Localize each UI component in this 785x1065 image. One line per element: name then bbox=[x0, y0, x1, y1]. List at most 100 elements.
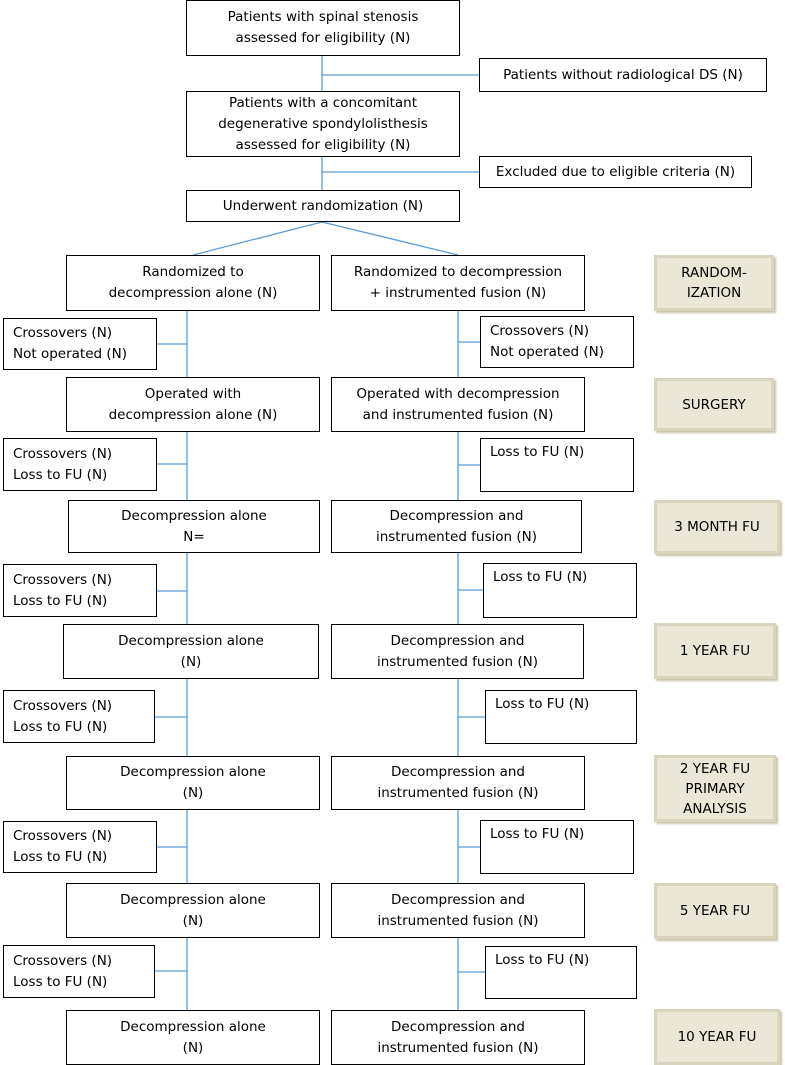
box-line: + instrumented fusion (N) bbox=[369, 285, 547, 301]
stage-2-year-fu: 2 YEAR FU PRIMARY ANALYSIS bbox=[654, 755, 776, 822]
left-crossover-box-4: Crossovers (N) Loss to FU (N) bbox=[3, 690, 155, 743]
box-line: N= bbox=[183, 528, 205, 545]
box-line: Loss to FU (N) bbox=[495, 952, 590, 968]
right-loss-box-5: Loss to FU (N) bbox=[480, 820, 634, 874]
stage-line: 1 YEAR FU bbox=[679, 643, 751, 659]
box-line: Crossovers (N) bbox=[13, 952, 113, 969]
box-line: Decompression and bbox=[391, 764, 525, 780]
box-line: Crossovers (N) bbox=[13, 828, 113, 844]
stage-line: PRIMARY bbox=[685, 780, 745, 797]
box-line: Crossovers (N) bbox=[490, 323, 590, 339]
left-1year-box: Decompression alone (N) bbox=[63, 624, 319, 679]
right-crossover-box-1: Crossovers (N) Not operated (N) bbox=[480, 316, 634, 368]
left-randomized-box: Randomized to decompression alone (N) bbox=[66, 255, 320, 311]
left-crossover-box-5: Crossovers (N) Loss to FU (N) bbox=[3, 821, 157, 873]
stage-line: SURGERY bbox=[682, 396, 746, 413]
left-3month-box: Decompression alone N= bbox=[68, 500, 320, 553]
right-randomized-box: Randomized to decompression + instrument… bbox=[331, 255, 585, 311]
box-line: Operated with decompression bbox=[356, 385, 560, 402]
box-line: (N) bbox=[180, 653, 202, 670]
right-loss-box-4: Loss to FU (N) bbox=[485, 690, 637, 744]
box-line: Loss to FU (N) bbox=[13, 849, 108, 865]
no-ds-exclusion-box: Patients without radiological DS (N) bbox=[479, 58, 767, 92]
stage-line: 2 YEAR FU bbox=[679, 760, 751, 777]
right-5year-box: Decompression and instrumented fusion (N… bbox=[331, 883, 585, 938]
stage-line: 10 YEAR FU bbox=[677, 1029, 757, 1045]
right-2year-box: Decompression and instrumented fusion (N… bbox=[331, 756, 585, 810]
box-line: Operated with bbox=[144, 385, 242, 402]
stage-5-year-fu: 5 YEAR FU bbox=[654, 883, 776, 939]
stage-1-year-fu: 1 YEAR FU bbox=[654, 623, 776, 679]
left-5year-box: Decompression alone (N) bbox=[66, 883, 320, 938]
stage-surgery: SURGERY bbox=[654, 378, 774, 431]
box-line: Loss to FU (N) bbox=[490, 444, 585, 460]
box-line: Not operated (N) bbox=[13, 346, 127, 362]
box-line: Loss to FU (N) bbox=[13, 718, 108, 735]
box-line: instrumented fusion (N) bbox=[376, 653, 539, 670]
right-1year-box: Decompression and instrumented fusion (N… bbox=[331, 624, 584, 679]
box-line: instrumented fusion (N) bbox=[375, 528, 538, 545]
box-line: Randomized to bbox=[142, 264, 244, 280]
box-line: Loss to FU (N) bbox=[13, 592, 108, 609]
stage-line: 3 MONTH FU bbox=[674, 519, 760, 535]
box-line: Decompression and bbox=[389, 507, 524, 524]
box-line: decompression alone (N) bbox=[108, 406, 278, 423]
box-line: Loss to FU (N) bbox=[493, 569, 588, 585]
box-line: decompression alone (N) bbox=[108, 285, 278, 301]
box-line: (N) bbox=[182, 1039, 204, 1056]
left-crossover-box-1: Crossovers (N) Not operated (N) bbox=[3, 318, 157, 370]
box-line: Decompression and bbox=[391, 891, 525, 908]
box-line: Crossovers (N) bbox=[13, 697, 113, 714]
box-line: Crossovers (N) bbox=[13, 445, 113, 462]
box-line: (N) bbox=[182, 912, 204, 929]
box-line: instrumented fusion (N) bbox=[377, 912, 539, 929]
box-line: Randomized to decompression bbox=[353, 264, 563, 280]
box-line: Excluded due to eligible criteria (N) bbox=[495, 163, 736, 180]
box-line: assessed for eligibility (N) bbox=[235, 30, 411, 46]
box-line: Decompression and bbox=[390, 632, 525, 649]
box-line: assessed for eligibility (N) bbox=[235, 136, 411, 153]
box-line: Loss to FU (N) bbox=[13, 973, 108, 990]
right-3month-box: Decompression and instrumented fusion (N… bbox=[331, 500, 582, 553]
box-line: Decompression alone bbox=[118, 632, 264, 649]
box-line: Decompression and bbox=[391, 1018, 525, 1035]
stage-3-month-fu: 3 MONTH FU bbox=[654, 500, 780, 554]
right-operated-box: Operated with decompression and instrume… bbox=[331, 377, 585, 432]
box-line: Decompression alone bbox=[120, 764, 266, 780]
box-line: Loss to FU (N) bbox=[490, 826, 585, 842]
right-loss-box-3: Loss to FU (N) bbox=[483, 563, 637, 618]
stage-line: ANALYSIS bbox=[683, 800, 747, 817]
right-loss-box-6: Loss to FU (N) bbox=[485, 946, 637, 999]
stage-line: IZATION bbox=[686, 285, 742, 301]
split-line bbox=[192, 221, 323, 256]
box-line: Decompression alone bbox=[121, 507, 267, 524]
box-line: Crossovers (N) bbox=[13, 571, 113, 588]
randomization-box: Underwent randomization (N) bbox=[186, 190, 460, 222]
right-loss-box-2: Loss to FU (N) bbox=[480, 438, 634, 492]
left-operated-box: Operated with decompression alone (N) bbox=[66, 377, 320, 432]
left-10year-box: Decompression alone (N) bbox=[66, 1010, 320, 1065]
left-2year-box: Decompression alone (N) bbox=[66, 756, 320, 810]
box-line: Decompression alone bbox=[120, 891, 266, 908]
excluded-box: Excluded due to eligible criteria (N) bbox=[479, 156, 752, 188]
right-10year-box: Decompression and instrumented fusion (N… bbox=[331, 1010, 585, 1065]
left-crossover-box-6: Crossovers (N) Loss to FU (N) bbox=[3, 945, 155, 998]
box-line: Underwent randomization (N) bbox=[222, 197, 424, 214]
box-line: Loss to FU (N) bbox=[13, 466, 108, 483]
box-line: Patients with a concomitant bbox=[228, 94, 418, 111]
box-line: Patients with spinal stenosis bbox=[227, 9, 419, 25]
box-line: (N) bbox=[182, 785, 204, 801]
left-crossover-box-3: Crossovers (N) Loss to FU (N) bbox=[3, 564, 157, 617]
box-line: Crossovers (N) bbox=[13, 325, 113, 341]
stage-line: 5 YEAR FU bbox=[679, 903, 751, 919]
box-line: and instrumented fusion (N) bbox=[362, 406, 554, 423]
left-crossover-box-2: Crossovers (N) Loss to FU (N) bbox=[3, 438, 157, 491]
stage-randomization: RANDOM- IZATION bbox=[654, 255, 774, 311]
box-line: Decompression alone bbox=[120, 1018, 266, 1035]
ds-eligibility-box: Patients with a concomitant degenerative… bbox=[186, 91, 460, 157]
eligibility-box: Patients with spinal stenosis assessed f… bbox=[186, 0, 460, 56]
box-line: Patients without radiological DS (N) bbox=[503, 66, 743, 83]
box-line: Loss to FU (N) bbox=[495, 696, 590, 712]
stage-line: RANDOM- bbox=[681, 265, 747, 281]
